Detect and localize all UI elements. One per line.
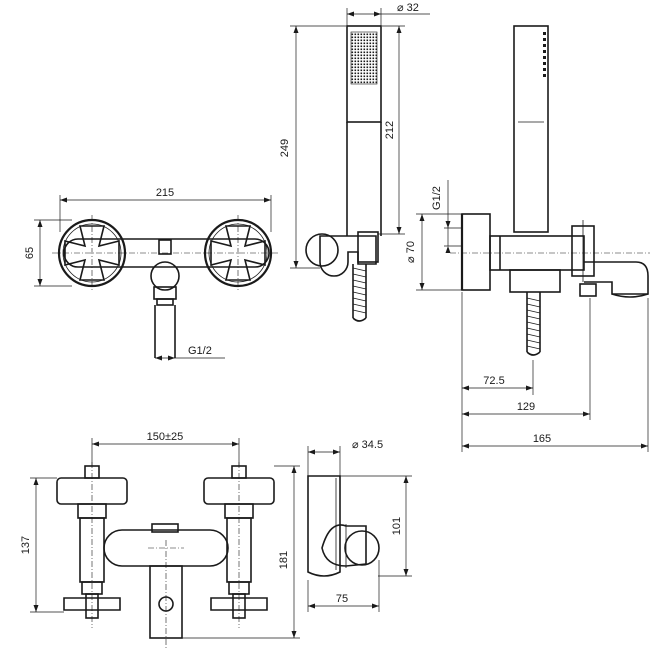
side-depth-1-label: 72.5 — [483, 375, 504, 387]
head-total-height-label: 249 — [279, 139, 291, 157]
front-width-label: 215 — [156, 187, 174, 199]
front-view: 215 65 G1/2 — [24, 187, 280, 361]
front-thread-label: G1/2 — [188, 345, 212, 357]
head-handle-height-label: 212 — [384, 121, 396, 139]
front-height-label: 65 — [24, 247, 36, 259]
side-depth-2-label: 129 — [517, 401, 535, 413]
right-cross-handle — [210, 225, 266, 281]
head-diameter-label: ⌀ 32 — [397, 2, 419, 14]
side-diameter-label: ⌀ 70 — [405, 241, 417, 263]
bottom-view: 150±25 137 181 — [20, 431, 300, 648]
bracket-diameter-label: ⌀ 34.5 — [352, 439, 383, 451]
side-view: ⌀ 70 G1/2 72.5 129 165 — [405, 25, 650, 452]
center-distance-label: 150±25 — [147, 431, 184, 443]
left-cross-handle — [64, 225, 120, 281]
bottom-height-1-label: 137 — [20, 536, 32, 554]
side-hose — [526, 292, 541, 356]
bracket-view: ⌀ 34.5 101 75 — [307, 439, 412, 612]
side-depth-3-label: 165 — [533, 433, 551, 445]
shower-head-view: ⌀ 32 249 212 — [279, 2, 430, 322]
bracket-height-label: 101 — [391, 517, 403, 535]
bracket-depth-label: 75 — [336, 593, 348, 605]
side-thread-label: G1/2 — [431, 186, 443, 210]
bottom-height-2-label: 181 — [278, 551, 290, 569]
shower-hose — [352, 264, 367, 322]
